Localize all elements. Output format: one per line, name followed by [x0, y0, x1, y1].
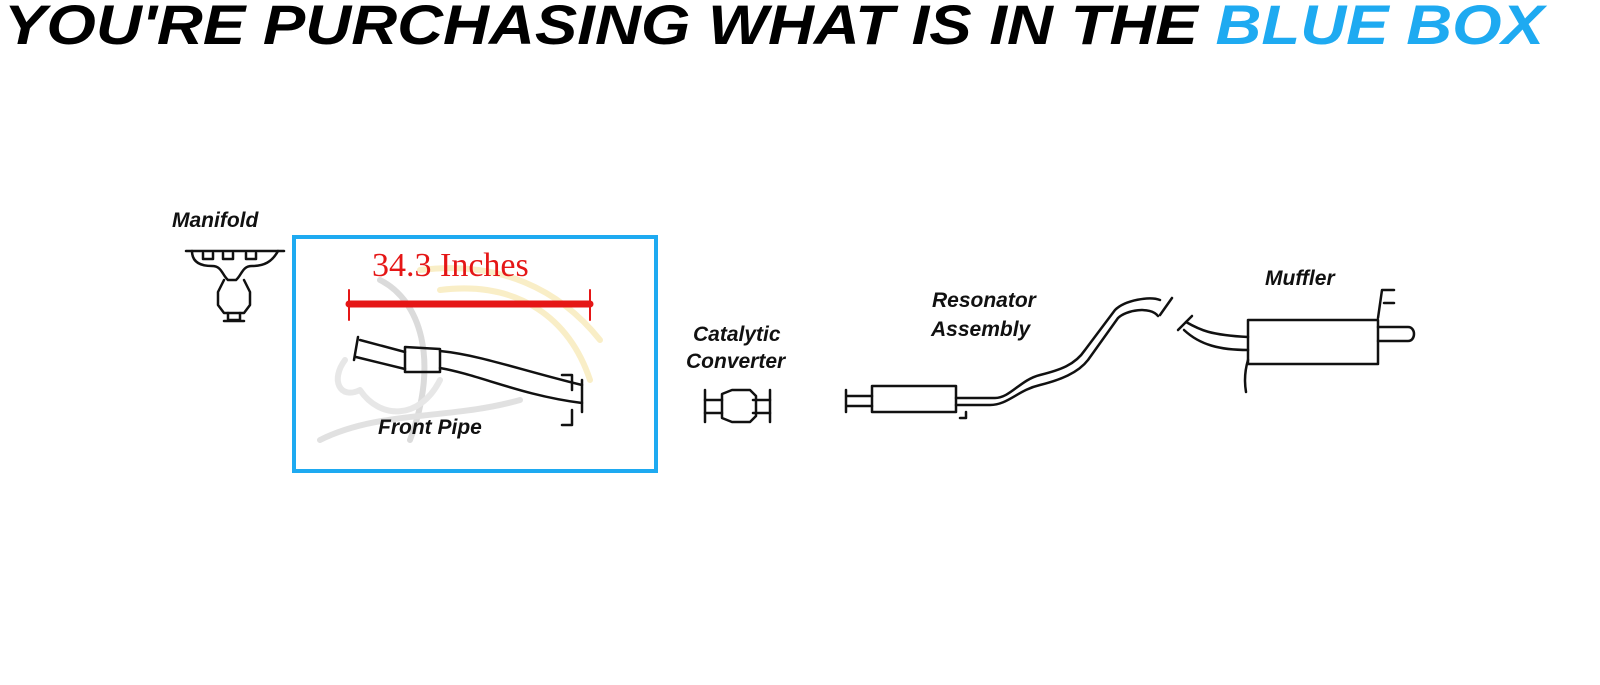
- blue-box-highlight: [292, 235, 658, 473]
- muffler-label: Muffler: [1265, 267, 1335, 290]
- catalytic-label-line1: Catalytic: [693, 323, 781, 346]
- muffler-icon: [1176, 288, 1416, 394]
- resonator-label-line2: Assembly: [931, 318, 1031, 341]
- resonator-label-line1: Resonator: [932, 289, 1036, 312]
- manifold-icon: [184, 249, 286, 323]
- svg-text:YOU'RE PURCHASING WHAT IS IN T: YOU'RE PURCHASING WHAT IS IN THE BLUE BO…: [4, 0, 1548, 56]
- resonator-assembly-icon: [844, 296, 1174, 420]
- catalytic-converter-icon: [703, 388, 772, 424]
- manifold-label: Manifold: [172, 209, 259, 232]
- title-highlight: BLUE BOX: [1215, 0, 1548, 56]
- catalytic-label-line2: Converter: [686, 350, 786, 373]
- front-pipe-label: Front Pipe: [378, 416, 482, 439]
- length-measurement: 34.3 Inches: [372, 247, 529, 284]
- page-title: YOU'RE PURCHASING WHAT IS IN THE BLUE BO…: [4, 0, 1548, 56]
- front-pipe-icon: [352, 335, 584, 427]
- title-prefix: YOU'RE PURCHASING WHAT IS IN THE: [4, 0, 1215, 56]
- watermark-logo: [317, 265, 603, 443]
- measurement-bar: [345, 289, 594, 321]
